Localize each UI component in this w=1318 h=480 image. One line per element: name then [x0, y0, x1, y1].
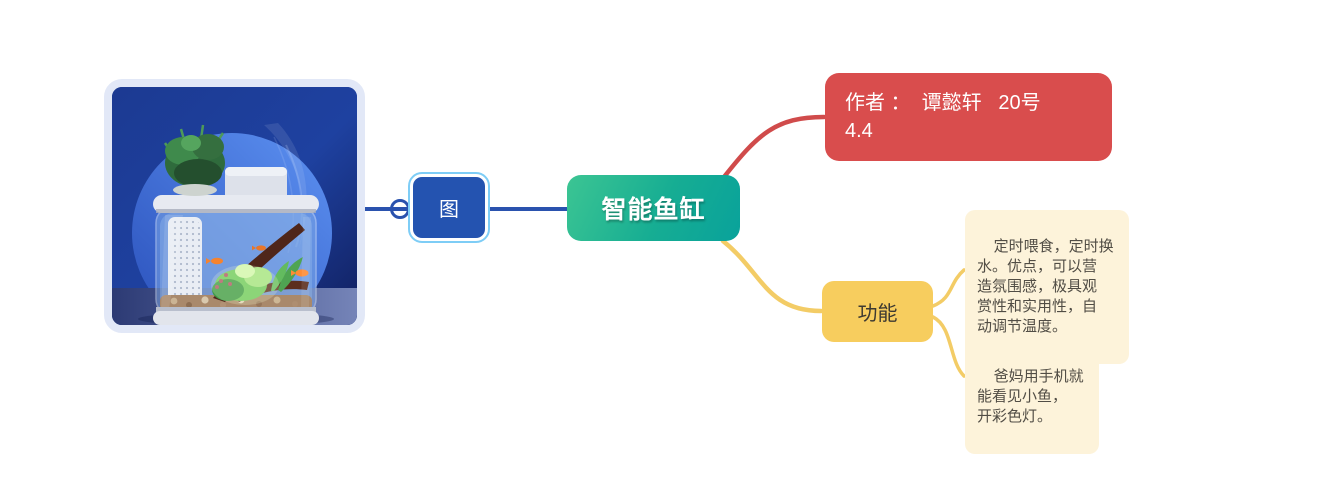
root-node[interactable]: 智能鱼缸 — [567, 175, 740, 241]
function-node[interactable]: 功能 — [822, 281, 933, 342]
fish — [291, 269, 309, 277]
top-plant — [163, 124, 225, 196]
tank-rim-shade — [156, 209, 316, 213]
fish — [252, 245, 266, 251]
fern-leaf — [278, 257, 303, 292]
root-node-label: 智能鱼缸 — [601, 196, 706, 224]
glass-reflection — [161, 215, 183, 309]
tank-base — [153, 311, 319, 325]
driftwood-branch — [233, 280, 309, 302]
author-node-text: 作者 ： 谭懿轩 20号 4.4 — [845, 92, 1041, 142]
filter-holes — [170, 221, 200, 305]
plant-accents — [215, 273, 232, 289]
function-node-label: 功能 — [857, 303, 898, 325]
image-node-selection[interactable]: 图 — [408, 172, 490, 243]
branch-function-to-note2 — [931, 315, 966, 378]
branch-function-to-note1 — [931, 268, 966, 308]
function-note-1-text: 定时喂食，定时换 水。优点，可以营 造氛围感，极具观 赏性和实用性，自 动调节温… — [977, 238, 1114, 335]
function-note-2[interactable]: 爸妈用手机就 能看见小鱼， 开彩色灯。 — [965, 340, 1099, 454]
glass-reflection — [301, 217, 311, 307]
function-note-2-text: 爸妈用手机就 能看见小鱼， 开彩色灯。 — [977, 368, 1084, 425]
author-node[interactable]: 作者 ： 谭懿轩 20号 4.4 — [825, 73, 1112, 161]
collapse-toggle-icon[interactable] — [390, 199, 410, 219]
branch-root-to-function — [720, 238, 824, 314]
fish-tank-image[interactable] — [104, 79, 365, 333]
feeder-box-top — [225, 167, 287, 176]
aquatic-plant — [235, 264, 255, 278]
tank-base-shadow — [156, 307, 316, 313]
fish-tank-photo — [112, 87, 357, 325]
aquatic-plant — [212, 279, 244, 301]
branch-root-to-author — [721, 114, 827, 180]
leaf-shadow — [264, 123, 307, 252]
fern-leaf — [271, 261, 289, 291]
function-note-1[interactable]: 定时喂食，定时换 水。优点，可以营 造氛围感，极具观 赏性和实用性，自 动调节温… — [965, 210, 1129, 364]
fish — [206, 257, 223, 265]
image-node-label: 图 — [439, 199, 459, 221]
light-glow — [211, 265, 279, 305]
tank-rim — [153, 195, 319, 213]
image-node[interactable]: 图 — [413, 177, 485, 238]
